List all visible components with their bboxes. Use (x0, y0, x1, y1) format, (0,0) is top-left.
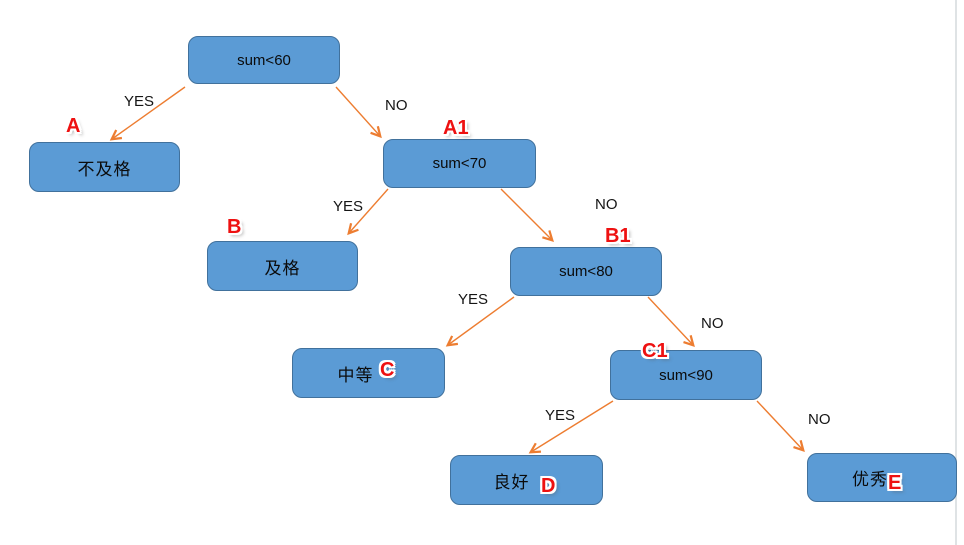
node-excellent: 优秀 (807, 453, 957, 502)
tag-a1: A1 (443, 117, 469, 139)
edge-label-c1-no: NO (808, 411, 831, 428)
node-fail: 不及格 (29, 142, 180, 192)
edge-label-c1-yes: YES (545, 407, 576, 424)
edge-label-a1-no: NO (595, 196, 618, 213)
edge-label-root-no: NO (385, 97, 408, 114)
node-label: sum<80 (559, 263, 613, 280)
node-sum-lt-80: sum<80 (510, 247, 662, 296)
node-pass: 及格 (207, 241, 358, 291)
arrow-c1-yes (528, 400, 614, 454)
node-label: 良好 (493, 472, 530, 493)
tag-b1: B1 (605, 225, 631, 247)
node-label: 中等 (337, 365, 374, 386)
tag-a: A (66, 115, 81, 137)
edge-label-root-yes: YES (124, 93, 155, 110)
node-label: 不及格 (77, 159, 132, 180)
arrow-b1-no (647, 296, 695, 348)
edge-label-a1-yes: YES (333, 198, 364, 215)
node-label: sum<90 (659, 366, 713, 384)
arrow-root-yes (109, 86, 186, 141)
tag-d: D (541, 475, 556, 497)
node-sum-lt-90: sum<90 (610, 350, 762, 400)
node-medium: 中等 (292, 348, 445, 398)
tag-c1: C1 (642, 340, 668, 362)
node-label: sum<60 (237, 51, 291, 69)
edge-label-b1-yes: YES (458, 291, 489, 308)
page-edge-line (955, 0, 957, 545)
tag-b: B (227, 216, 242, 238)
tag-c: C (380, 359, 395, 381)
node-sum-lt-70: sum<70 (383, 139, 536, 188)
node-good: 良好 (450, 455, 603, 505)
arrow-root-no (335, 86, 382, 139)
node-sum-lt-60: sum<60 (188, 36, 340, 84)
tag-e: E (888, 472, 902, 494)
edge-label-b1-no: NO (701, 315, 724, 332)
arrow-a1-yes (347, 188, 389, 236)
arrow-c1-no (756, 400, 805, 453)
node-label: sum<70 (432, 155, 487, 172)
node-label: 及格 (264, 258, 301, 279)
arrow-b1-yes (445, 296, 515, 347)
node-label: 优秀 (852, 470, 888, 490)
arrow-a1-no (500, 188, 554, 242)
